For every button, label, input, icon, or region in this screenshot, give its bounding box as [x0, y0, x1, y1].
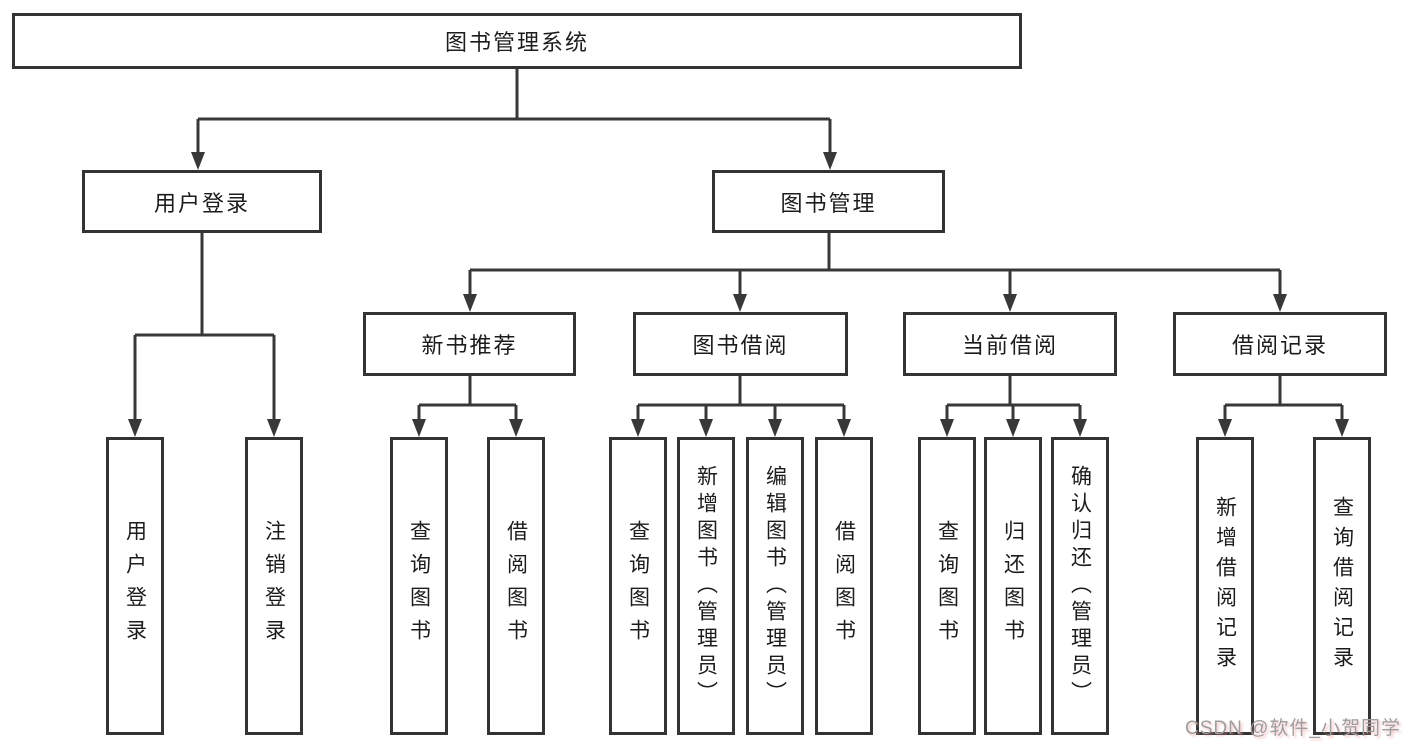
leaf-add-books-admin: 新增图书（管理员）	[677, 437, 735, 735]
leaf-return-books: 归还图书	[984, 437, 1042, 735]
leaf-user-login: 用户登录	[106, 437, 164, 735]
node-current-borrow: 当前借阅	[903, 312, 1117, 376]
leaf-add-borrow-record: 新增借阅记录	[1196, 437, 1254, 735]
node-book-management: 图书管理	[712, 170, 945, 233]
leaf-borrow-query-books: 查询图书	[609, 437, 667, 735]
leaf-confirm-return-admin: 确认归还（管理员）	[1051, 437, 1109, 735]
leaf-newbook-borrow-books: 借阅图书	[487, 437, 545, 735]
node-root: 图书管理系统	[12, 13, 1022, 69]
leaf-newbook-query-books: 查询图书	[390, 437, 448, 735]
leaf-current-query-books: 查询图书	[918, 437, 976, 735]
tree-edges	[133, 69, 1344, 423]
node-new-book-recommend: 新书推荐	[363, 312, 576, 376]
leaf-logout: 注销登录	[245, 437, 303, 735]
leaf-query-borrow-record: 查询借阅记录	[1313, 437, 1371, 735]
arrowheads	[128, 152, 1349, 437]
csdn-watermark: CSDN @软件_小贺同学	[1185, 718, 1401, 739]
node-book-borrow: 图书借阅	[633, 312, 848, 376]
node-borrow-record: 借阅记录	[1173, 312, 1387, 376]
node-user-login: 用户登录	[82, 170, 322, 233]
leaf-edit-books-admin: 编辑图书（管理员）	[746, 437, 804, 735]
leaf-borrow-borrow-books: 借阅图书	[815, 437, 873, 735]
